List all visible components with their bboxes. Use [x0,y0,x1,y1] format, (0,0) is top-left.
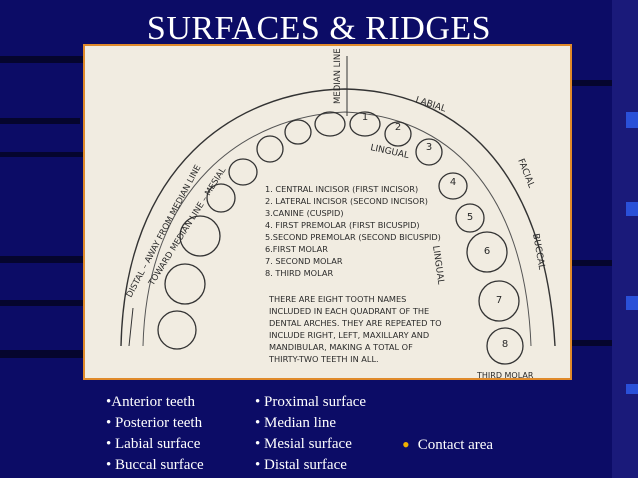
tooth-left-4 [228,158,258,186]
third-molar-label: THIRD MOLAR [476,371,534,378]
tooth-note: THERE ARE EIGHT TOOTH NAMES INCLUDED IN … [268,294,442,364]
tooth-right-8 [486,327,524,365]
bullet-labial-surface: • Labial surface [106,436,201,452]
tooth-number-6: 6 [484,246,490,257]
tooth-right-3 [415,138,443,166]
tooth-list-item: 6.FIRST MOLAR [265,244,328,254]
tooth-list: 1. CENTRAL INCISOR (FIRST INCISOR) 2. LA… [265,184,441,278]
tooth-left-8 [157,310,197,350]
tooth-number-1: 1 [362,112,368,123]
tooth-number-5: 5 [467,212,473,223]
tooth-note-line: THIRTY-TWO TEETH IN ALL. [268,354,379,364]
inner-arch-line [142,111,532,347]
tooth-note-line: INCLUDE RIGHT, LEFT, MAXILLARY AND [269,330,429,340]
distal-label: DISTAL – AWAY FROM MEDIAN LINE [125,163,204,299]
tooth-right-4 [438,172,468,200]
tooth-number-2: 2 [395,122,401,133]
tooth-left-6 [179,215,221,257]
buccal-label: BUCCAL [530,233,546,271]
lingual-top-label: LINGUAL [369,143,409,161]
tooth-list-item: 4. FIRST PREMOLAR (FIRST BICUSPID) [265,220,420,230]
median-line-label: MEDIAN LINE [333,48,343,104]
bullet-column-3: • Contact area [402,434,493,456]
tooth-right-7 [478,280,520,322]
tooth-number-8: 8 [502,339,508,350]
tooth-note-line: MANDIBULAR, MAKING A TOTAL OF [269,342,413,352]
tooth-number-7: 7 [496,295,502,306]
tooth-right-6 [466,231,508,273]
bullet-column-2: • Proximal surface • Median line • Mesia… [255,392,366,476]
bullet-anterior-teeth: •Anterior teeth [106,394,195,410]
bullet-median-line: • Median line [255,415,337,431]
dental-arch-figure: 1 2 3 4 5 6 7 8 MEDIAN LINE LABIAL LINGU… [83,44,572,380]
tooth-list-item: 1. CENTRAL INCISOR (FIRST INCISOR) [265,184,418,194]
tooth-list-item: 8. THIRD MOLAR [265,268,333,278]
teeth-group [157,111,524,365]
tooth-right-5 [455,203,485,233]
tooth-right-2 [384,121,412,147]
tooth-right-1 [349,111,381,137]
bullet-posterior-teeth: • Posterior teeth [106,415,203,431]
lingual-side-label: LINGUAL [430,245,445,285]
tooth-note-line: DENTAL ARCHES. THEY ARE REPEATED TO [269,318,442,328]
bullet-distal-surface: • Distal surface [255,457,347,473]
tooth-left-1 [314,111,346,137]
tooth-left-5 [206,183,236,213]
tooth-list-item: 7. SECOND MOLAR [265,256,343,266]
tooth-left-3 [256,135,284,163]
bullet-proximal-surface: • Proximal surface [255,394,367,410]
tooth-list-item: 3.CANINE (CUSPID) [265,208,344,218]
outer-arch-line [120,88,556,347]
tooth-list-item: 5.SECOND PREMOLAR (SECOND BICUSPID) [265,232,441,242]
distal-arrow [128,307,134,347]
tooth-number-4: 4 [450,177,456,188]
tooth-left-7 [164,263,206,305]
bullet-buccal-surface: • Buccal surface [106,457,204,473]
tooth-number-3: 3 [426,142,432,153]
bullet-column-1: •Anterior teeth • Posterior teeth • Labi… [106,392,204,476]
tooth-note-line: INCLUDED IN EACH QUADRANT OF THE [269,306,429,316]
bullet-mesial-surface: • Mesial surface [255,436,352,452]
tooth-list-item: 2. LATERAL INCISOR (SECOND INCISOR) [265,196,428,206]
tooth-left-2 [284,119,312,145]
facial-label: FACIAL [515,157,536,189]
bullet-contact-area: Contact area [417,437,494,453]
labial-label: LABIAL [414,95,447,114]
bullet-dot-icon: • [402,432,410,457]
slide-title: SURFACES & RIDGES [146,10,492,47]
tooth-note-line: THERE ARE EIGHT TOOTH NAMES [268,294,406,304]
